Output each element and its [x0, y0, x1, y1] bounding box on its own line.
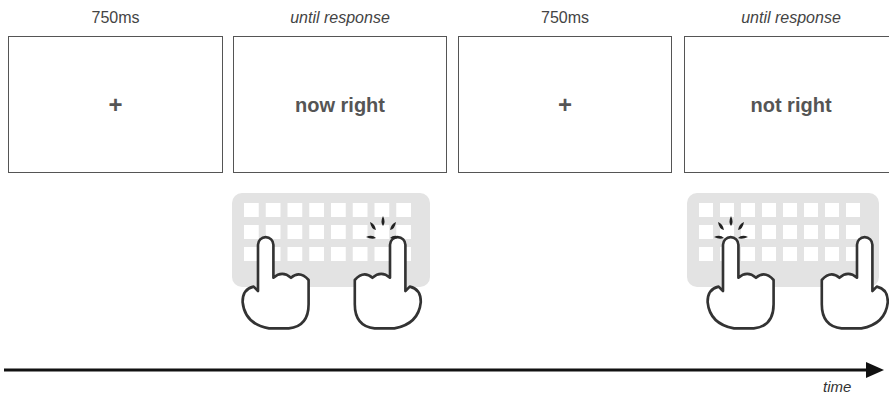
key	[699, 225, 713, 239]
stimulus-frame: 750ms+	[458, 36, 672, 173]
key	[375, 247, 390, 261]
key	[846, 203, 860, 217]
key	[375, 203, 390, 217]
key	[353, 203, 368, 217]
duration-label: until response	[234, 9, 446, 27]
key	[244, 247, 259, 261]
key	[846, 225, 860, 239]
key	[762, 203, 776, 217]
duration-label: 750ms	[9, 9, 222, 27]
key	[825, 225, 839, 239]
hands	[243, 216, 888, 328]
key	[699, 247, 713, 261]
key	[783, 203, 797, 217]
key	[375, 225, 390, 239]
keyboard	[232, 193, 879, 287]
key	[783, 247, 797, 261]
key	[804, 203, 818, 217]
duration-label: until response	[685, 9, 889, 27]
key	[288, 225, 303, 239]
key	[266, 203, 281, 217]
key	[288, 247, 303, 261]
axis-label: time	[823, 378, 851, 395]
key	[720, 203, 734, 217]
stimulus-frame: until responsenow right	[233, 36, 447, 173]
key	[244, 225, 259, 239]
key	[331, 225, 346, 239]
key	[309, 225, 324, 239]
key	[741, 247, 755, 261]
key	[783, 225, 797, 239]
key	[762, 225, 776, 239]
key	[804, 247, 818, 261]
key	[309, 203, 324, 217]
key	[288, 203, 303, 217]
duration-label: 750ms	[459, 9, 671, 27]
key	[309, 247, 324, 261]
key	[244, 203, 259, 217]
stimulus-text: not right	[685, 93, 889, 116]
stimulus-text: +	[459, 91, 671, 119]
stimulus-frame: 750ms+	[8, 36, 223, 173]
key	[699, 203, 713, 217]
stimulus-text: +	[9, 91, 222, 119]
stimulus-frame: until responsenot right	[684, 36, 889, 173]
key	[825, 247, 839, 261]
stimulus-text: now right	[234, 93, 446, 116]
key	[353, 225, 368, 239]
key	[353, 247, 368, 261]
key	[741, 203, 755, 217]
key	[396, 203, 411, 217]
key	[331, 203, 346, 217]
key	[762, 247, 776, 261]
time-arrow	[4, 362, 884, 378]
key	[825, 203, 839, 217]
key	[331, 247, 346, 261]
key	[804, 225, 818, 239]
